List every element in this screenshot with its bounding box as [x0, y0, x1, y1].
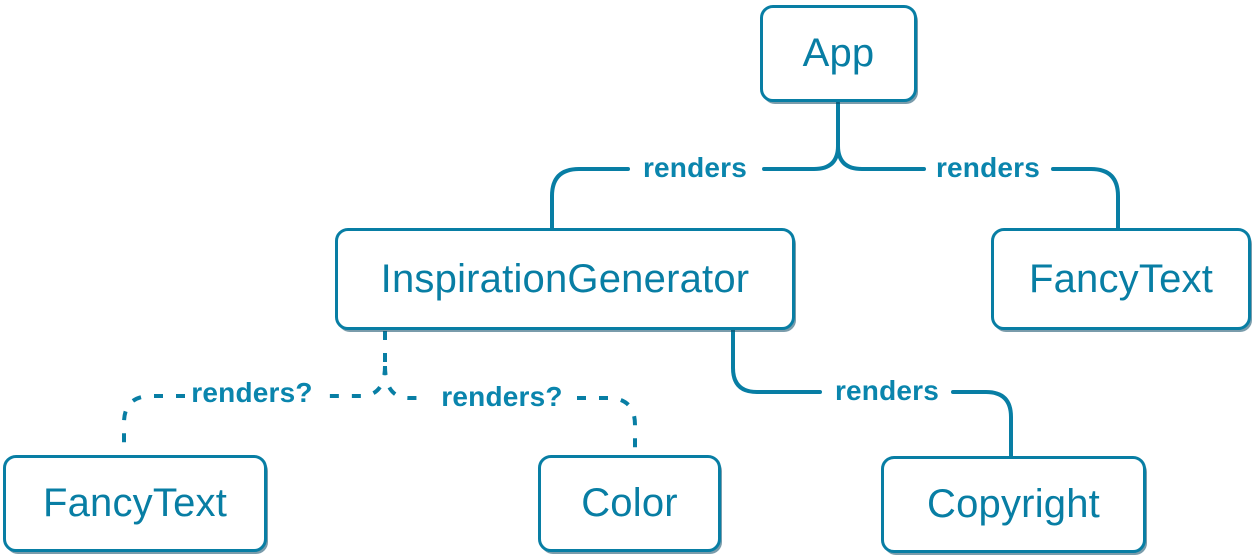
node-fancy-text-top-label: FancyText [1028, 256, 1214, 301]
edge-label-renders-bottom: renders [834, 375, 940, 406]
edge-label-renders-right: renders [935, 152, 1041, 183]
node-color-label: Color [581, 481, 678, 525]
node-fancy-text-bottom: FancyText [3, 455, 267, 552]
node-inspiration-generator: InspirationGenerator [335, 228, 795, 330]
edge-app-to-inspirationgenerator-2 [550, 167, 630, 230]
edge-label-renders-left: renders [642, 152, 748, 183]
edge-inspirationgenerator-to-copyright [731, 328, 822, 394]
node-inspiration-generator-label: InspirationGenerator [380, 256, 750, 301]
edge-inspirationgenerator-to-color-dashed-2 [577, 396, 637, 455]
edge-label-renders-question-left: renders? [191, 377, 313, 408]
node-copyright-label: Copyright [927, 482, 1100, 526]
node-app: App [760, 5, 917, 102]
edge-label-renders-question-right: renders? [441, 381, 563, 412]
node-app-label: App [802, 31, 875, 75]
edge-inspirationgenerator-to-fancytext-dashed-2 [122, 394, 185, 455]
node-fancy-text-bottom-label: FancyText [42, 481, 228, 525]
edge-inspirationgenerator-to-copyright-2 [951, 390, 1013, 458]
edge-app-to-fancytext-2 [1051, 167, 1120, 230]
edge-inspirationgenerator-to-fancytext-dashed [320, 365, 387, 398]
node-fancy-text-top: FancyText [991, 228, 1251, 330]
edge-inspirationgenerator-to-color-dashed [383, 365, 428, 400]
edge-app-to-fancytext [836, 144, 926, 171]
node-copyright: Copyright [881, 456, 1146, 553]
node-color: Color [538, 455, 721, 552]
edge-app-to-inspirationgenerator [762, 144, 840, 171]
